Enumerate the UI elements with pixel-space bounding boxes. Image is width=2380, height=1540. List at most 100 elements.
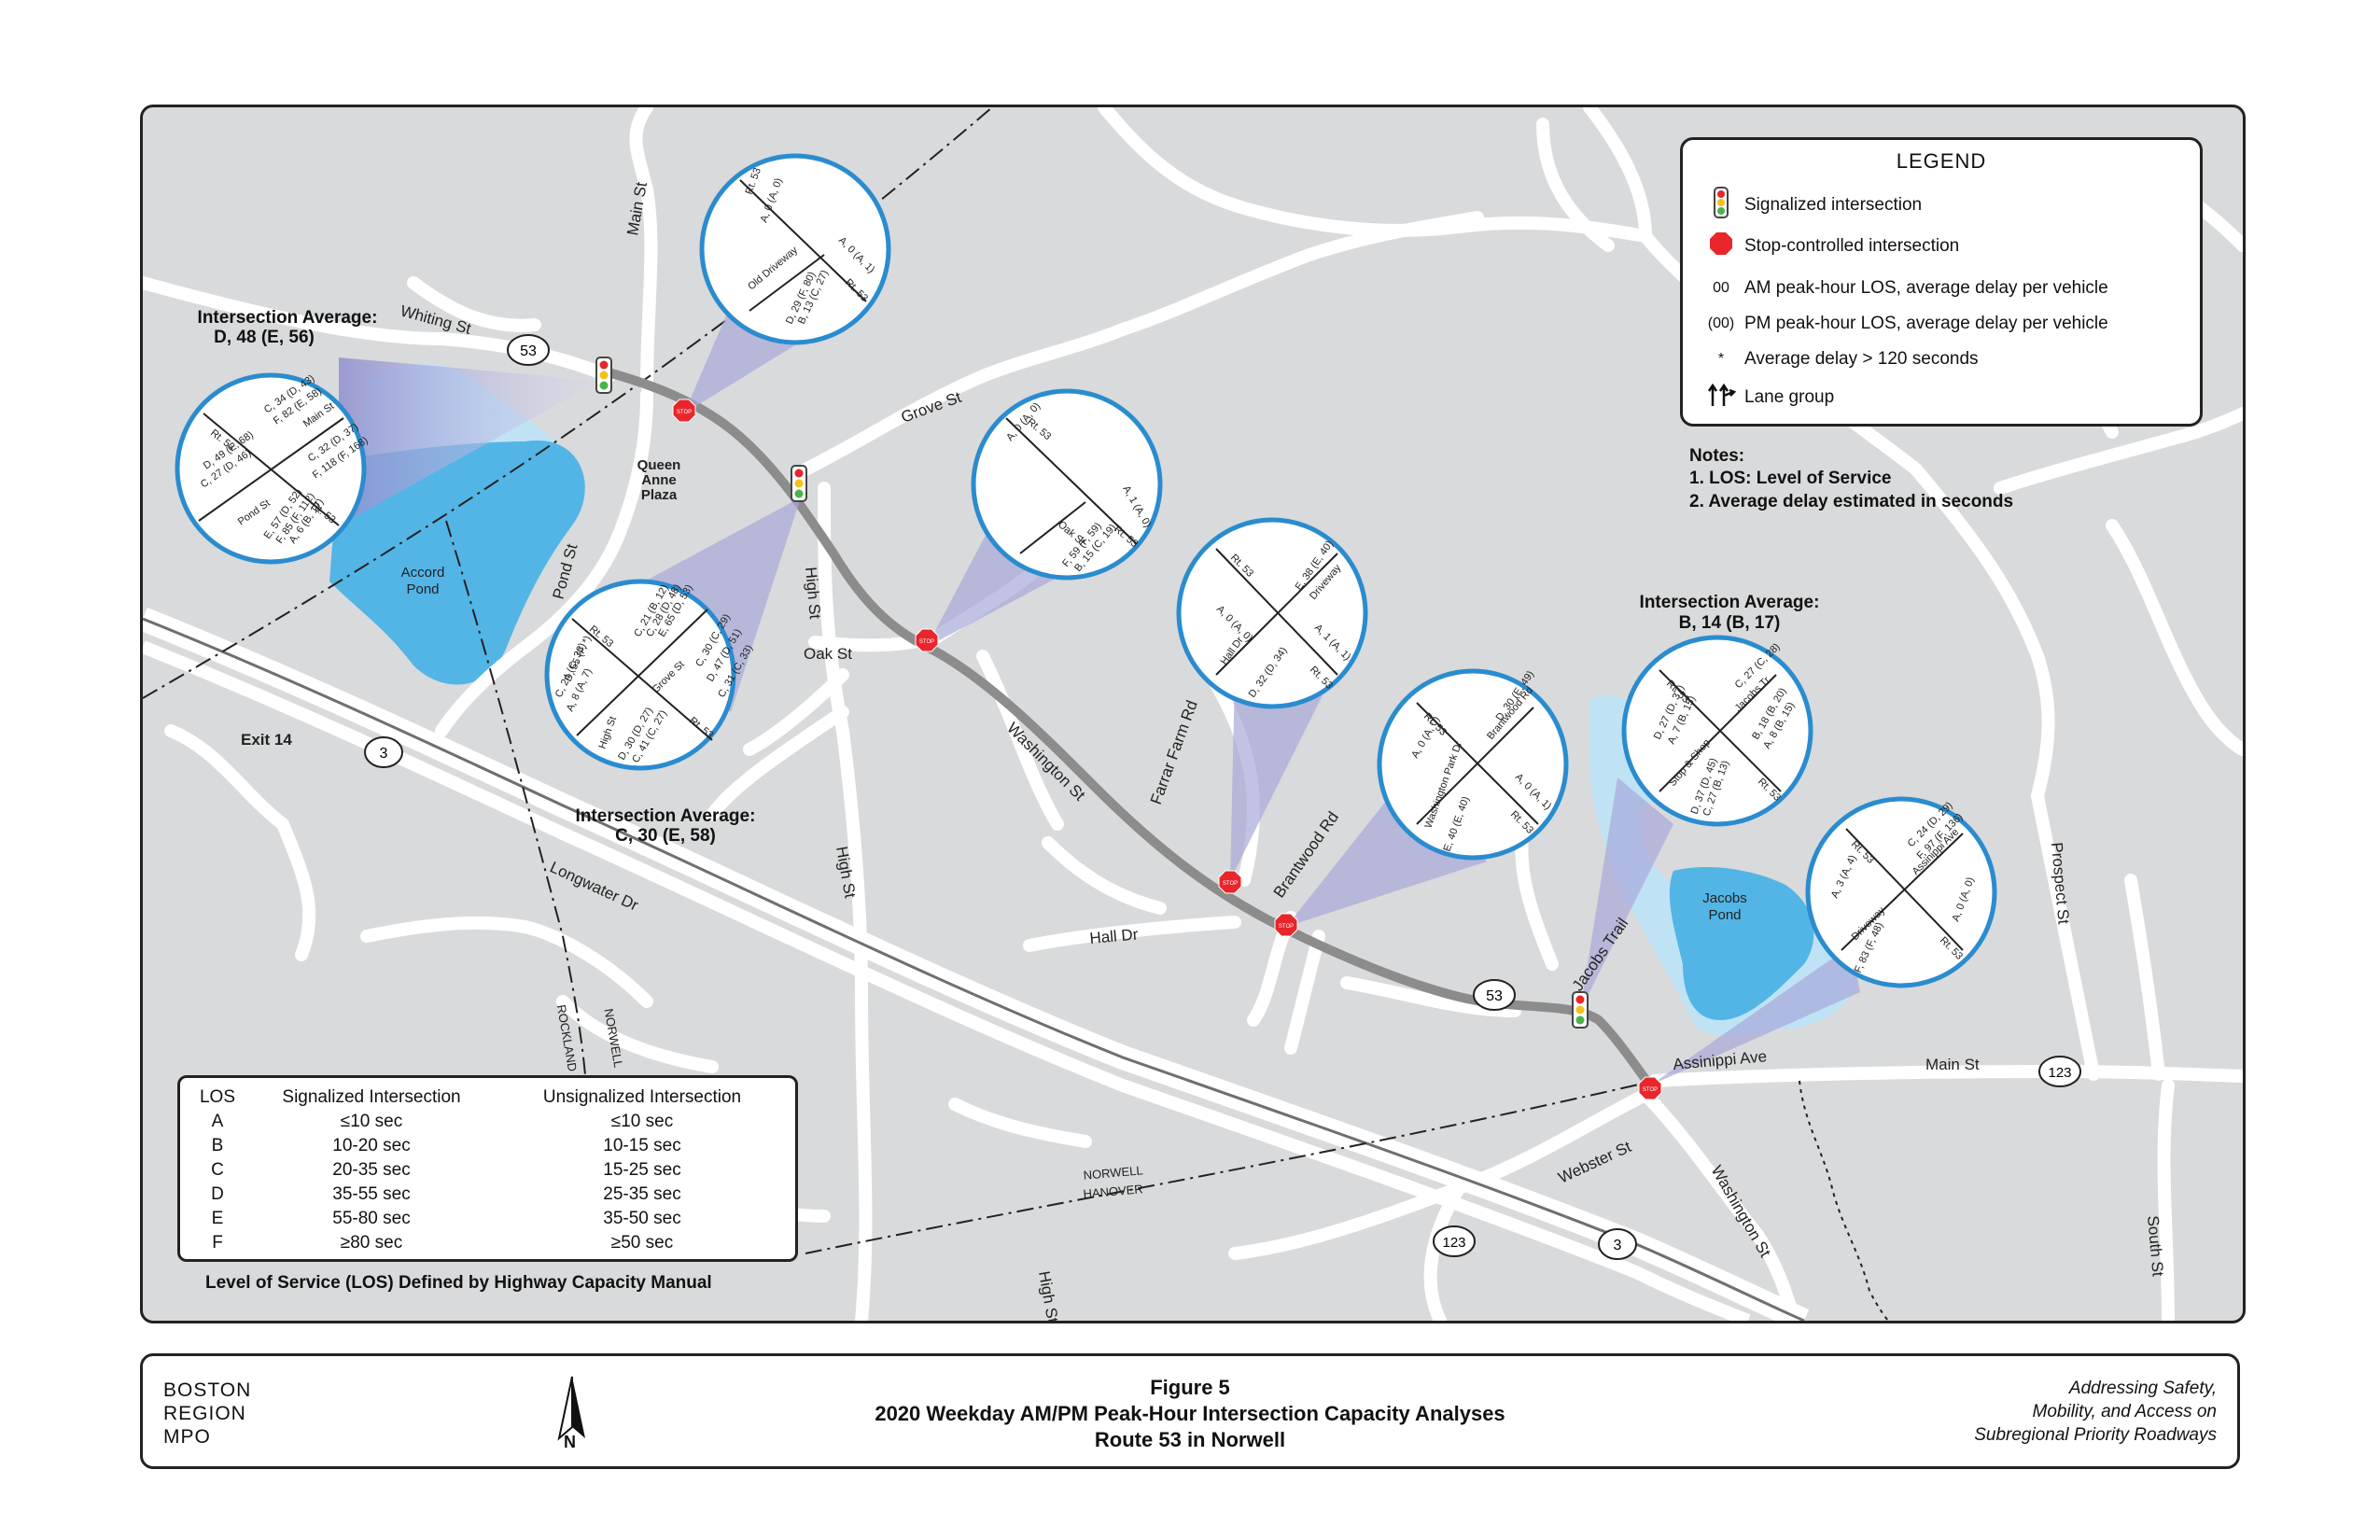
- project-line-3: Subregional Priority Roadways: [1974, 1425, 2217, 1445]
- svg-text:STOP: STOP: [919, 639, 934, 645]
- legend-signalized-label: Signalized intersection: [1744, 194, 1923, 215]
- shield-123-b-mark: [1433, 1225, 1476, 1257]
- traffic-signal-icon: [1698, 187, 1744, 223]
- project-title: Addressing Safety, Mobility, and Access …: [1974, 1377, 2217, 1447]
- footer-box: BOSTON REGION MPO N Figure 5 2020 Weekda…: [140, 1353, 2240, 1469]
- table-row: F≥80 sec≥50 sec: [212, 1233, 674, 1253]
- beam-assinippi: [1650, 945, 1860, 1085]
- legend-pm-label: PM peak-hour LOS, average delay per vehi…: [1744, 314, 2108, 333]
- beam-hall: [1230, 675, 1328, 880]
- beam-whiting: [339, 357, 600, 525]
- map-canvas: 53 53 3 3 123 123 STOP STOP STOP STOP ST…: [143, 107, 2243, 1321]
- legend-row-signalized: Signalized intersection: [1698, 187, 1922, 223]
- avg-grove-value: C, 30 (E, 58): [615, 826, 716, 846]
- legend-star-symbol: *: [1717, 351, 1725, 367]
- label-assinippi-ave: Assinippi Ave: [1673, 1047, 1768, 1073]
- shield-3-a: 3: [380, 746, 388, 762]
- label-jacobs-pond-2: Pond: [1708, 907, 1741, 923]
- traffic-signal-icon: [1572, 991, 1589, 1029]
- avg-jacobs-value: B, 14 (B, 17): [1679, 613, 1781, 633]
- label-hall-dr: Hall Dr: [1089, 926, 1140, 947]
- bubble-oak: Rt. 53 Oak St Rt. 53 A, 0 (A, 0) A, 1 (A…: [971, 388, 1163, 581]
- intersection-averages: Intersection Average: D, 48 (E, 56) Inte…: [198, 308, 1820, 846]
- org-line-1: BOSTON: [163, 1379, 252, 1401]
- los-header-0: LOS: [199, 1087, 236, 1107]
- bubble-assinippi: Rt. 53 Assinippi Ave Driveway Rt. 53 C, …: [1805, 796, 1997, 988]
- legend-am-label: AM peak-hour LOS, average delay per vehi…: [1744, 278, 2108, 298]
- label-high-st-3: High St: [1035, 1269, 1061, 1321]
- shield-123-a: 123: [2048, 1065, 2071, 1081]
- north-arrow-icon: N: [553, 1375, 591, 1458]
- legend-row-am: 00 AM peak-hour LOS, average delay per v…: [1698, 278, 2108, 299]
- los-definition-table: LOS Signalized Intersection Unsignalized…: [189, 1085, 787, 1255]
- los-header-row: LOS Signalized Intersection Unsignalized…: [189, 1085, 787, 1110]
- note-1: 1. LOS: Level of Service: [1689, 469, 1892, 488]
- figure-subtitle: Route 53 in Norwell: [1094, 1428, 1286, 1451]
- river: [1799, 1080, 1889, 1321]
- label-main-st-east: Main St: [1925, 1056, 1980, 1073]
- los-header-2: Unsignalized Intersection: [542, 1087, 742, 1107]
- bubble-hall: Rt. 53 Driveway Hall Dr Rt. 53 E, 38 (E,…: [1176, 517, 1368, 709]
- org-line-3: MPO: [163, 1426, 211, 1448]
- shield-3-a-mark: [364, 736, 403, 768]
- figure-title: 2020 Weekday AM/PM Peak-Hour Intersectio…: [875, 1402, 1505, 1425]
- legend-title: LEGEND: [1896, 149, 1987, 173]
- stop-sign-icon: [1698, 231, 1744, 260]
- legend-row-pm: (00) PM peak-hour LOS, average delay per…: [1698, 314, 2108, 334]
- bubble-whiting: Rt. 53 Main St Pond St Rt. 53 C, 34 (D, …: [175, 372, 371, 565]
- legend-am-symbol: 00: [1713, 280, 1729, 296]
- shield-3-b: 3: [1614, 1238, 1622, 1253]
- notes-title: Notes:: [1689, 446, 1745, 466]
- label-jacobs-pond-1: Jacobs: [1702, 890, 1747, 906]
- label-norwell-hanover-2: HANOVER: [1083, 1182, 1143, 1201]
- shield-123-a-mark: [2038, 1056, 2081, 1087]
- avg-whiting-value: D, 48 (E, 56): [214, 328, 315, 347]
- stop-sign-icon: STOP: [1218, 870, 1242, 894]
- svg-text:STOP: STOP: [1279, 924, 1294, 930]
- legend-pm-symbol: (00): [1707, 315, 1735, 331]
- legend-row-star: * Average delay > 120 seconds: [1698, 349, 1979, 370]
- bubble-brantwood: Rt. 53 Brantwood Rd Washington Park Dr R…: [1377, 668, 1569, 861]
- note-2: 2. Average delay estimated in seconds: [1689, 492, 2014, 511]
- legend-row-lane: Lane group: [1698, 383, 1834, 412]
- stop-sign-icon: STOP: [1638, 1076, 1662, 1100]
- legend-lane-label: Lane group: [1744, 386, 1835, 407]
- org-line-2: REGION: [163, 1403, 246, 1424]
- label-accord-pond-1: Accord: [401, 565, 445, 581]
- label-queen-anne-3: Plaza: [641, 487, 678, 503]
- stop-sign-icon: STOP: [915, 628, 939, 652]
- accord-pond: [329, 440, 585, 685]
- bubble-jacobs: Rt. 53 Jacobs Tr. Stop & Shop Rt. 53 C, …: [1621, 635, 1813, 827]
- label-webster-st: Webster St: [1556, 1138, 1634, 1187]
- lane-group-icon: [1698, 383, 1744, 412]
- label-farrar-farm-rd: Farrar Farm Rd: [1147, 698, 1201, 807]
- traffic-signals: [595, 357, 1589, 1029]
- town-lines: [143, 107, 1656, 1254]
- stop-sign-icon: STOP: [1274, 913, 1298, 937]
- avg-grove-label: Intersection Average:: [576, 806, 756, 826]
- los-table: LOS Signalized Intersection Unsignalized…: [177, 1075, 798, 1262]
- figure-title-block: Figure 5 2020 Weekday AM/PM Peak-Hour In…: [143, 1375, 2237, 1453]
- bubble-grove: Rt. 53 High St Grove St Rt. 53 C, 21 (B,…: [544, 579, 755, 771]
- label-prospect-st: Prospect St: [2048, 842, 2073, 925]
- svg-text:STOP: STOP: [677, 410, 692, 415]
- svg-text:STOP: STOP: [1643, 1087, 1658, 1093]
- label-oak-st: Oak St: [804, 645, 852, 663]
- jacobs-pond: [1669, 866, 1814, 1020]
- project-line-1: Addressing Safety,: [2068, 1379, 2217, 1398]
- label-norwell-hanover-1: NORWELL: [1083, 1163, 1143, 1183]
- label-accord-pond-2: Pond: [406, 581, 439, 597]
- legend-box: LEGEND Signalized intersection Stop-cont…: [1680, 137, 2203, 427]
- avg-jacobs-label: Intersection Average:: [1640, 593, 1820, 612]
- beam-jacobs: [1580, 777, 1673, 1011]
- shield-123-b: 123: [1442, 1235, 1465, 1251]
- shield-53-b: 53: [1486, 988, 1503, 1004]
- label-queen-anne-2: Anne: [641, 472, 677, 488]
- svg-text:STOP: STOP: [1223, 881, 1238, 887]
- mpo-logo: BOSTON REGION MPO: [163, 1379, 251, 1449]
- label-exit-14: Exit 14: [241, 731, 292, 749]
- route-shields: 53 53 3 3 123 123: [364, 334, 2081, 1260]
